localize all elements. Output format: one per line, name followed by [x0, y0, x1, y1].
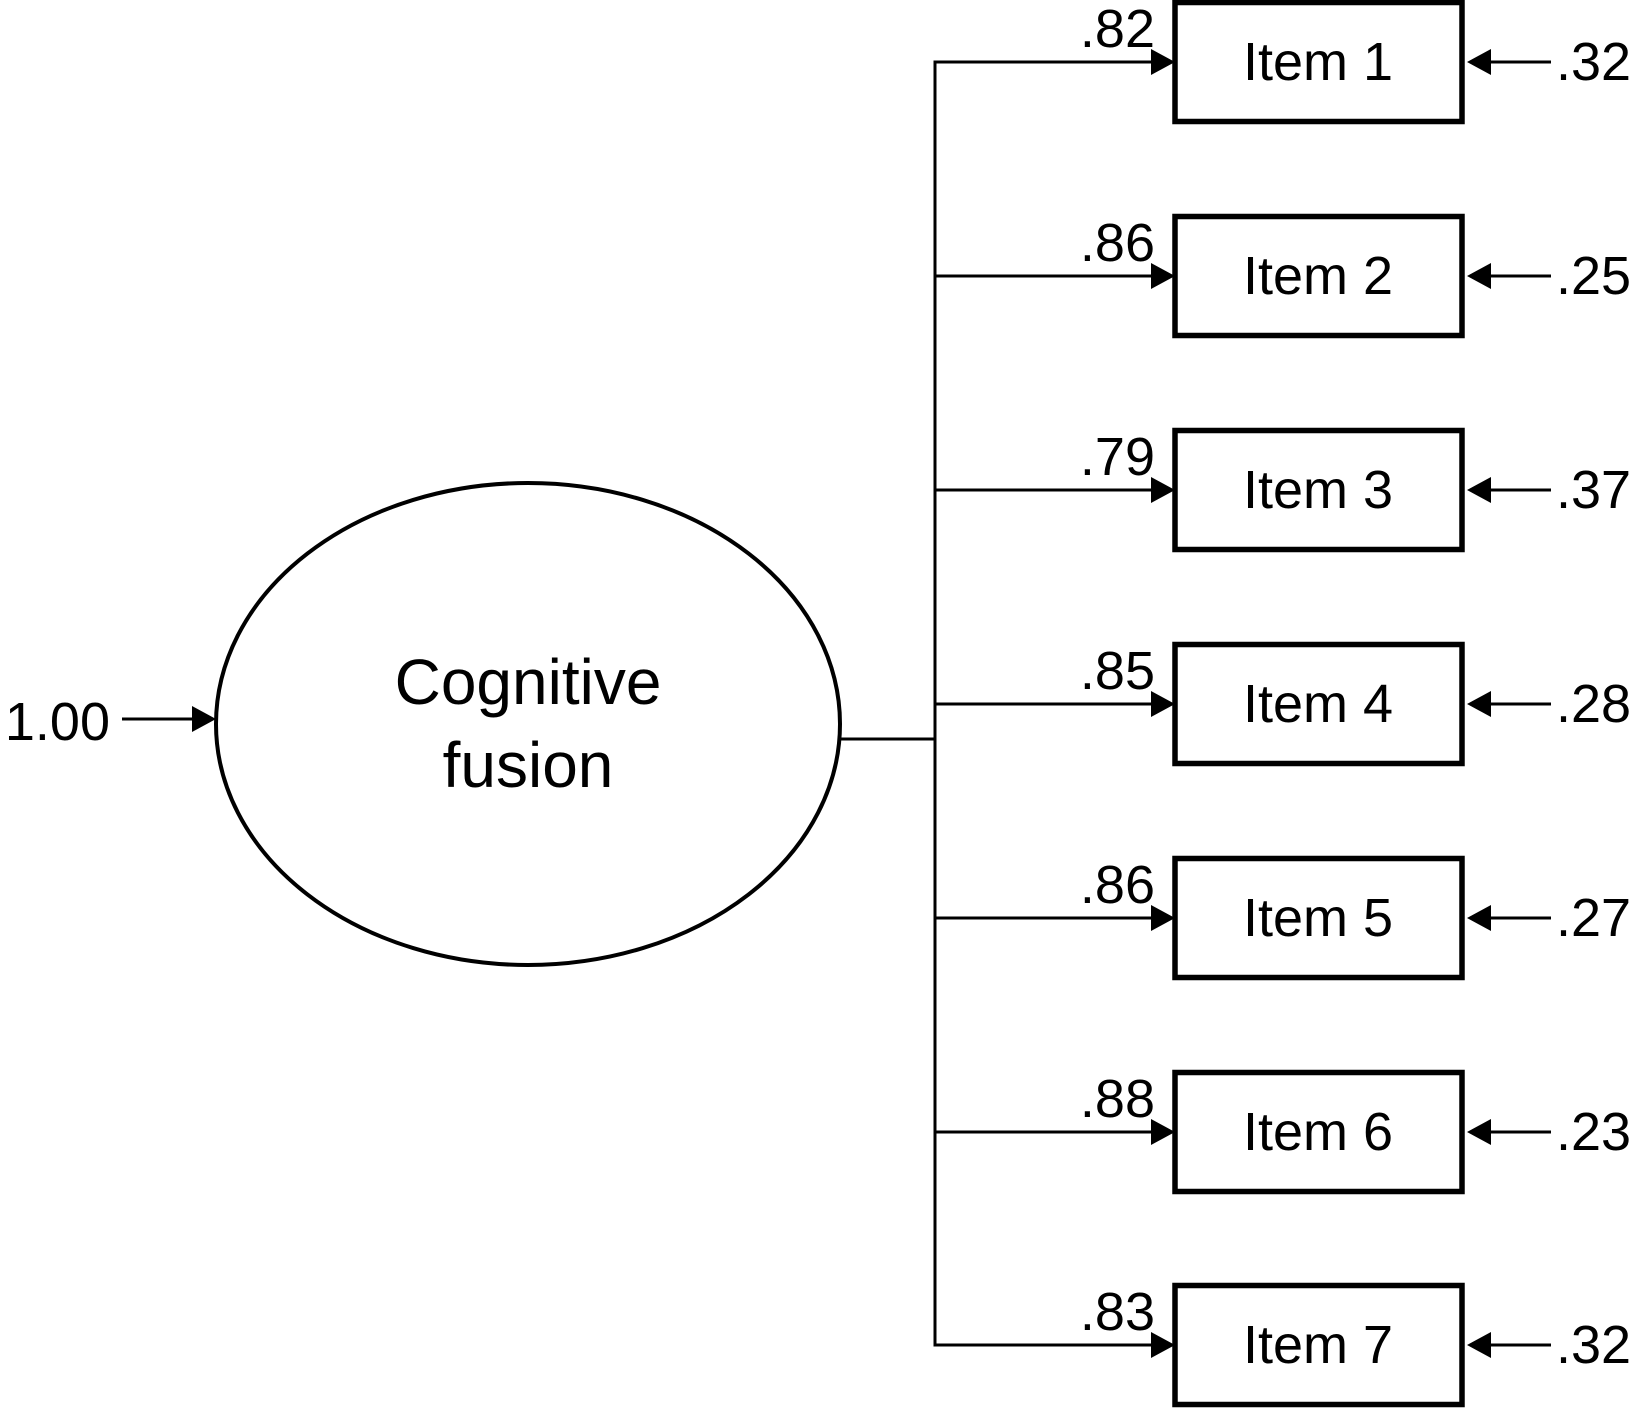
item-box	[1172, 641, 1465, 767]
item-group-2: .86 Item 2 .25	[935, 213, 1630, 339]
item-label: Item 6	[1243, 1102, 1393, 1162]
loading-label: .85	[1080, 641, 1155, 701]
loading-label: .88	[1080, 1069, 1155, 1129]
error-arrowhead	[1467, 1119, 1491, 1145]
item-group-7: .83 Item 7 .32	[935, 1282, 1630, 1408]
latent-variable-ellipse	[214, 481, 842, 967]
loading-label: .82	[1080, 0, 1155, 59]
error-label: .32	[1556, 32, 1630, 92]
item-label: Item 7	[1243, 1315, 1393, 1375]
error-arrowhead	[1467, 263, 1491, 289]
error-label: .23	[1556, 1102, 1630, 1162]
item-group-3: .79 Item 3 .37	[935, 427, 1630, 553]
item-box	[1172, 1282, 1465, 1408]
item-label: Item 3	[1243, 460, 1393, 520]
item-group-5: .86 Item 5 .27	[935, 855, 1630, 981]
variance-arrowhead	[192, 706, 216, 732]
error-arrowhead	[1467, 1332, 1491, 1358]
error-arrowhead	[1467, 691, 1491, 717]
error-label: .27	[1556, 888, 1630, 948]
loading-label: .86	[1080, 213, 1155, 273]
latent-name-line1: Cognitive	[395, 646, 662, 718]
latent-variance-label: 1.00	[5, 692, 110, 752]
item-group-6: .88 Item 6 .23	[935, 1069, 1630, 1195]
item-label: Item 4	[1243, 674, 1393, 734]
item-box	[1172, 0, 1465, 125]
error-label: .37	[1556, 460, 1630, 520]
item-group-1: .82 Item 1 .32	[935, 0, 1630, 125]
item-label: Item 2	[1243, 246, 1393, 306]
latent-name-line2: fusion	[443, 729, 614, 801]
loading-arrowhead	[1151, 691, 1175, 717]
item-box	[1172, 427, 1465, 553]
item-label: Item 1	[1243, 32, 1393, 92]
loading-arrowhead	[1151, 905, 1175, 931]
item-box	[1172, 1069, 1465, 1195]
item-group-4: .85 Item 4 .28	[935, 641, 1630, 767]
item-box	[1172, 855, 1465, 981]
loading-label: .86	[1080, 855, 1155, 915]
error-label: .25	[1556, 246, 1630, 306]
item-label: Item 5	[1243, 888, 1393, 948]
loading-label: .79	[1080, 427, 1155, 487]
error-label: .28	[1556, 674, 1630, 734]
error-arrowhead	[1467, 905, 1491, 931]
loading-arrowhead	[1151, 1119, 1175, 1145]
loading-arrowhead	[1151, 49, 1175, 75]
error-label: .32	[1556, 1315, 1630, 1375]
loading-arrowhead	[1151, 263, 1175, 289]
item-box	[1172, 213, 1465, 339]
loading-arrowhead	[1151, 1332, 1175, 1358]
loading-label: .83	[1080, 1282, 1155, 1342]
error-arrowhead	[1467, 49, 1491, 75]
error-arrowhead	[1467, 477, 1491, 503]
loading-arrowhead	[1151, 477, 1175, 503]
